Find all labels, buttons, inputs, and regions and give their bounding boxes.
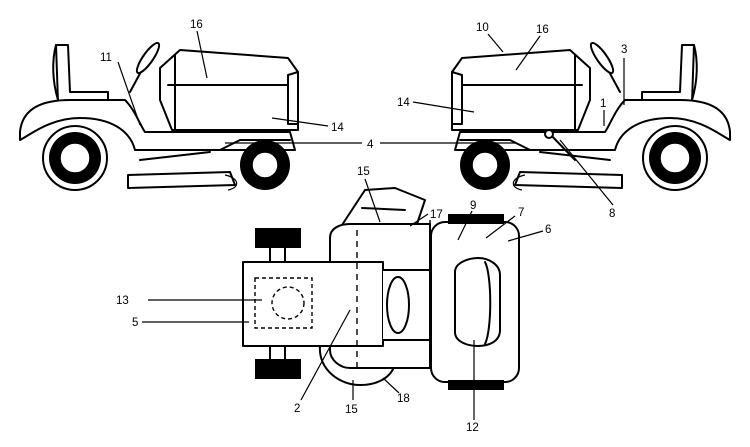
left-side-view-mower: [19, 41, 299, 191]
rear-hub-right: [659, 142, 691, 174]
callout-6: 6: [545, 224, 551, 236]
callout-14-left: 14: [331, 122, 344, 134]
deck-link-right: [539, 151, 611, 161]
deck-link: [139, 151, 211, 161]
deck-chute: [224, 174, 238, 191]
top-hood-grille-inner: [484, 261, 492, 345]
callout-15-bottom: 15: [345, 404, 358, 416]
top-steering: [386, 276, 410, 334]
callout-4: 4: [367, 139, 374, 151]
top-front-tire-upper: [448, 214, 504, 224]
fuel-cap-outline: [271, 286, 305, 320]
steering-wheel-right: [589, 41, 615, 75]
seat-back-curve: [52, 44, 59, 101]
rear-hub-left: [59, 142, 91, 174]
fuel-tank-outline: [254, 277, 313, 329]
callout-16-right: 16: [536, 24, 549, 36]
grille-right: [451, 71, 463, 125]
callout-labels: 16 11 14 4 10 16 3 14 1 8 15 17 9 7 6 13…: [100, 19, 627, 434]
top-rear-tire-upper: [255, 228, 301, 248]
seat-back-curve-right: [691, 44, 698, 101]
lift-lever-knob: [544, 129, 554, 139]
deck-chute-right: [512, 174, 526, 191]
top-seat-line: [361, 207, 406, 211]
callout-3: 3: [621, 44, 627, 56]
callout-12: 12: [466, 422, 479, 434]
top-hood-grille: [454, 257, 501, 347]
top-rear-deck: [242, 261, 384, 347]
grille-left: [287, 71, 299, 125]
front-hub-left: [251, 151, 279, 179]
callout-16-left: 16: [190, 19, 203, 31]
callout-1: 1: [600, 98, 606, 110]
right-side-view-mower: [451, 41, 731, 191]
body-fender: [19, 99, 296, 151]
steering-wheel: [135, 41, 161, 75]
top-rear-axle: [269, 247, 286, 360]
callout-7: 7: [518, 207, 524, 219]
callout-5: 5: [132, 317, 138, 329]
leader-lines: [117, 30, 625, 420]
seat-back-right: [641, 44, 695, 103]
top-view-mower: [242, 187, 520, 390]
body-fender-right: [454, 99, 731, 151]
rear-wheel-left: [42, 125, 108, 191]
callout-13: 13: [116, 295, 129, 307]
callout-8: 8: [609, 208, 615, 220]
callout-10: 10: [476, 22, 489, 34]
callout-2: 2: [294, 403, 300, 415]
top-rear-tire-lower: [255, 359, 301, 379]
callout-17: 17: [430, 209, 443, 221]
callout-18: 18: [397, 393, 410, 405]
front-hub-right: [471, 151, 499, 179]
callout-15-top: 15: [357, 166, 370, 178]
mower-deck-right: [514, 171, 623, 189]
top-front-tire-lower: [448, 380, 504, 390]
callout-14-right: 14: [397, 97, 410, 109]
mower-deck: [127, 171, 236, 189]
hood: [159, 49, 299, 131]
callout-9: 9: [470, 200, 476, 212]
rear-wheel-right: [642, 125, 708, 191]
callout-11: 11: [100, 52, 112, 64]
